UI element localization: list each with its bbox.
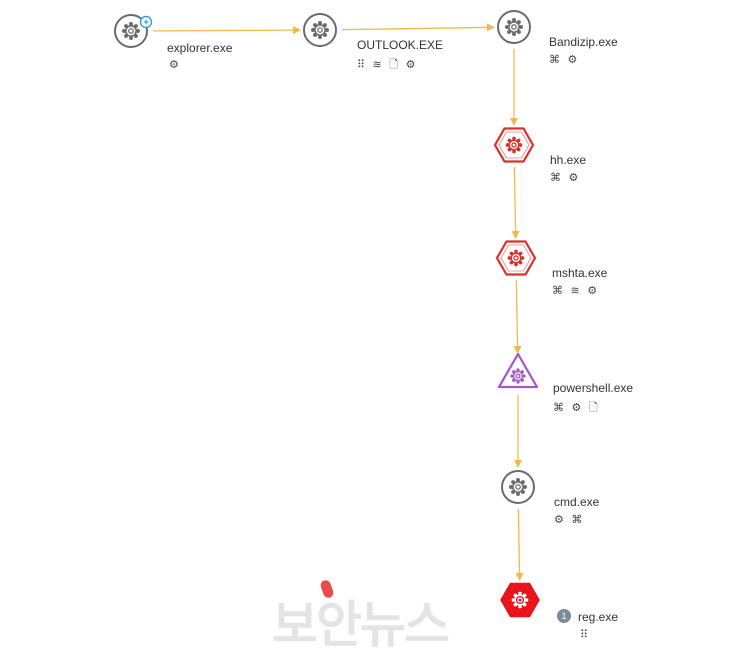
node-label-explorer[interactable]: explorer.exe xyxy=(167,41,233,55)
edge-outlook-bandizip xyxy=(341,23,496,32)
node-icons-hh: ⌘ ⚙ xyxy=(550,171,581,184)
root-plus-icon: + xyxy=(139,15,153,28)
node-bandizip[interactable] xyxy=(497,10,531,44)
node-label-outlook[interactable]: OUTLOOK.EXE xyxy=(357,38,444,52)
node-label-cmd[interactable]: cmd.exe xyxy=(554,495,600,509)
edge-hh-mshta xyxy=(511,166,520,240)
node-icons-reg: ⠿ xyxy=(580,628,591,641)
node-label-mshta[interactable]: mshta.exe xyxy=(552,266,608,280)
watermark-logo: 보안뉴스 xyxy=(272,596,450,654)
node-mshta[interactable] xyxy=(495,240,537,276)
node-icons-outlook: ⠿ ≋ 🗋 ⚙ xyxy=(357,58,418,71)
node-icons-explorer: ⚙ xyxy=(169,58,181,71)
node-outlook[interactable] xyxy=(303,13,337,47)
node-icons-mshta: ⌘ ≋ ⚙ xyxy=(552,284,600,297)
node-cmd[interactable] xyxy=(501,470,535,504)
node-explorer[interactable] xyxy=(114,14,148,48)
node-label-bandizip[interactable]: Bandizip.exe xyxy=(549,35,618,49)
count-badge: 1 xyxy=(557,609,571,623)
node-icons-powershell: ⌘ ⚙ 🗋 xyxy=(553,401,600,414)
node-icons-bandizip: ⌘ ⚙ xyxy=(549,53,580,66)
node-label-powershell[interactable]: powershell.exe xyxy=(553,381,634,395)
node-label-reg[interactable]: reg.exe xyxy=(578,610,619,624)
edge-cmd-reg xyxy=(515,508,524,582)
edge-explorer-outlook xyxy=(152,26,302,35)
edge-mshta-powershell xyxy=(513,279,522,355)
node-hh[interactable] xyxy=(493,127,535,163)
node-reg[interactable] xyxy=(500,582,540,618)
node-label-hh[interactable]: hh.exe xyxy=(550,153,587,167)
node-icons-cmd: ⚙ ⌘ xyxy=(554,513,585,526)
svg-text:+: + xyxy=(143,17,149,28)
node-powershell[interactable] xyxy=(497,352,539,389)
